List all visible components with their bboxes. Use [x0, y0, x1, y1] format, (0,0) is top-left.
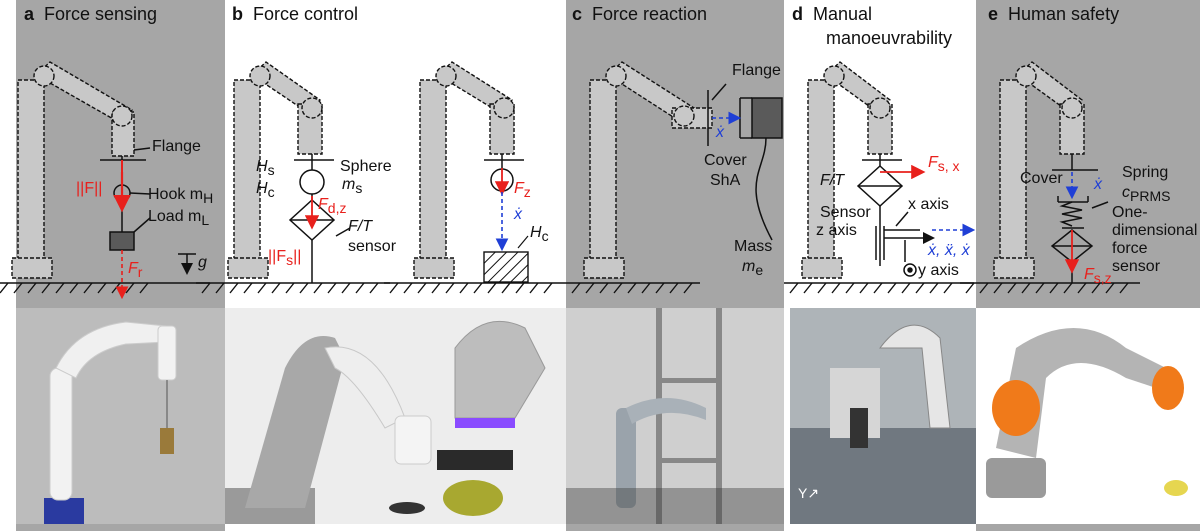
- label-sensor-e: sensor: [1112, 258, 1161, 275]
- flange-hook-load-a: [100, 147, 151, 251]
- label-ms-b: ms: [342, 176, 363, 197]
- label-gravity-a: g: [198, 254, 207, 271]
- robot-arm-b2: [413, 61, 515, 279]
- label-one-e: One-: [1112, 204, 1148, 221]
- robot-arm-a: [11, 61, 135, 279]
- robot-arm-b1: [227, 61, 323, 279]
- label-reaction-force-a: Fr: [128, 260, 143, 281]
- label-load-a: Load mL: [148, 208, 210, 229]
- label-velocities-d: ẋ, ẍ, ẋ: [928, 242, 970, 259]
- label-hc-b: Hc: [256, 180, 275, 201]
- label-sensor-b: sensor: [348, 238, 397, 255]
- photo-panel-a: [16, 308, 225, 524]
- photo-panel-b: [225, 308, 566, 524]
- label-force-e: force: [1112, 240, 1148, 257]
- ground-a: [0, 282, 210, 294]
- label-cprms-e: cPRMS: [1122, 184, 1171, 205]
- photo-panel-c: [566, 308, 784, 524]
- ground-e: [960, 282, 1140, 294]
- label-fsz-e: Fs,z: [1084, 266, 1112, 287]
- label-cover-e: Cover: [1020, 170, 1063, 187]
- ground-c: [566, 282, 700, 294]
- label-hc2-b: Hc: [530, 224, 549, 245]
- photo-panel-d: Y↗: [790, 308, 976, 524]
- label-ft-b: F/T: [348, 218, 372, 235]
- sphere-sensor-b1: [288, 154, 351, 283]
- svg-text:Y↗: Y↗: [798, 485, 819, 501]
- label-flange-a: Flange: [152, 138, 201, 155]
- label-zaxis-d: z axis: [816, 222, 857, 239]
- label-flange-c: Flange: [732, 62, 781, 79]
- robot-arm-d: [801, 61, 893, 279]
- label-force-norm-a: ||F||: [76, 180, 103, 197]
- label-velocity-b: ẋ: [514, 206, 522, 223]
- robot-arm-e: [993, 61, 1085, 279]
- label-mass-c: Mass: [734, 238, 773, 255]
- label-sphere-b: Sphere: [340, 158, 392, 175]
- label-velocity-e: ẋ: [1094, 176, 1102, 193]
- label-fdz-b: Fd,z: [318, 196, 347, 217]
- label-spring-e: Spring: [1122, 164, 1169, 181]
- robot-arm-c: [583, 61, 713, 279]
- label-sha-c: ShA: [710, 172, 741, 189]
- photo-panel-e: [976, 308, 1200, 524]
- ground-d: [784, 282, 974, 294]
- label-fz-b: Fz: [514, 180, 531, 201]
- label-fs-b: ||Fs||: [268, 248, 302, 269]
- panel-d-title-line2: manoeuvrability: [826, 28, 953, 48]
- label-velocity-c: ẋ: [716, 124, 724, 141]
- label-hook-a: Hook mH: [148, 186, 214, 207]
- contact-surface-b2: [483, 251, 529, 283]
- label-cover-c: Cover: [704, 152, 747, 169]
- ground-b2: [384, 282, 566, 294]
- label-dimensional-e: dimensional: [1112, 222, 1198, 239]
- label-hs-b: Hs: [256, 158, 275, 179]
- ground-b1: [196, 282, 390, 294]
- label-xaxis-d: x axis: [908, 196, 949, 213]
- label-fsx-d: Fs, x: [928, 154, 960, 175]
- flange-cover-mass-c: [707, 83, 783, 241]
- label-sensor-d: Sensor: [820, 204, 871, 221]
- label-ft-d: F/T: [820, 172, 844, 189]
- sensor-axes-d: [856, 154, 935, 277]
- label-me-c: me: [742, 258, 764, 279]
- label-yaxis-d: y axis: [918, 262, 959, 279]
- gravity-arrow-a: [178, 253, 196, 275]
